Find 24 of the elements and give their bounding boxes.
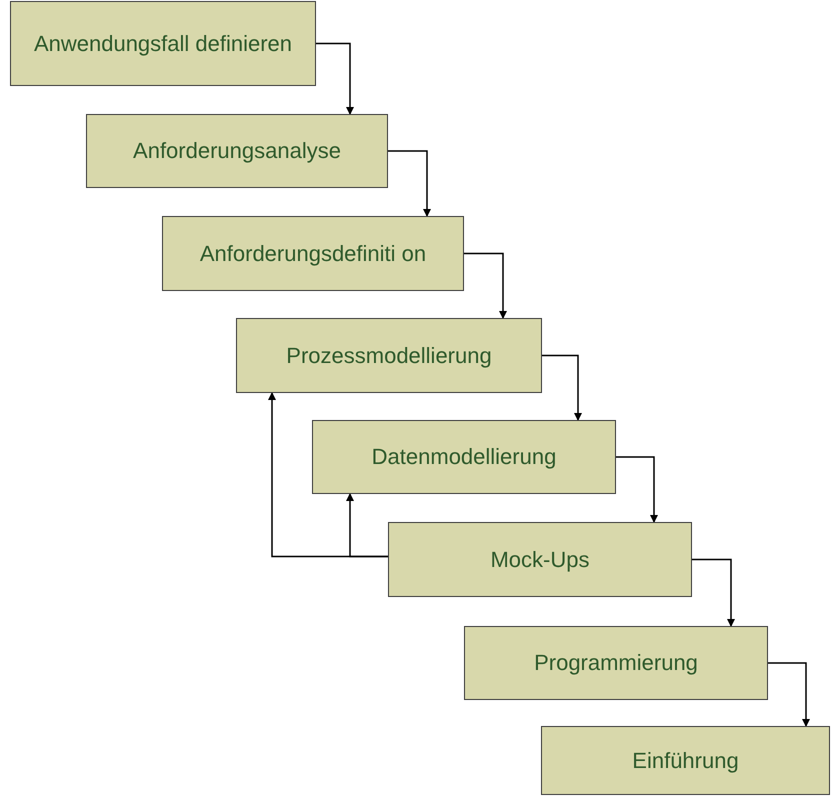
arrow — [316, 42, 354, 115]
process-box — [388, 522, 692, 597]
process-box — [464, 626, 768, 700]
process-box — [86, 114, 388, 188]
step-label: Anwendungsfall definieren — [34, 30, 292, 58]
arrow — [542, 354, 582, 421]
step-label: Anforderungsanalyse — [133, 137, 341, 166]
step-label: Einführung — [632, 746, 739, 775]
step-label: Datenmodellierung — [372, 443, 556, 472]
process-box — [236, 318, 542, 393]
arrow — [464, 252, 507, 319]
process-box — [541, 726, 830, 795]
arrow — [346, 493, 388, 558]
step-label: Anforderungsdefiniti on — [200, 240, 426, 268]
process-box — [162, 216, 464, 291]
process-box — [10, 1, 316, 86]
arrow — [768, 662, 810, 727]
step-label: Mock-Ups — [490, 546, 590, 574]
step-label: Prozessmodellierung — [286, 342, 492, 370]
step-label: Programmierung — [534, 649, 698, 678]
process-box — [312, 420, 616, 494]
arrow — [692, 558, 735, 627]
arrow — [616, 456, 658, 523]
arrow — [388, 150, 431, 217]
